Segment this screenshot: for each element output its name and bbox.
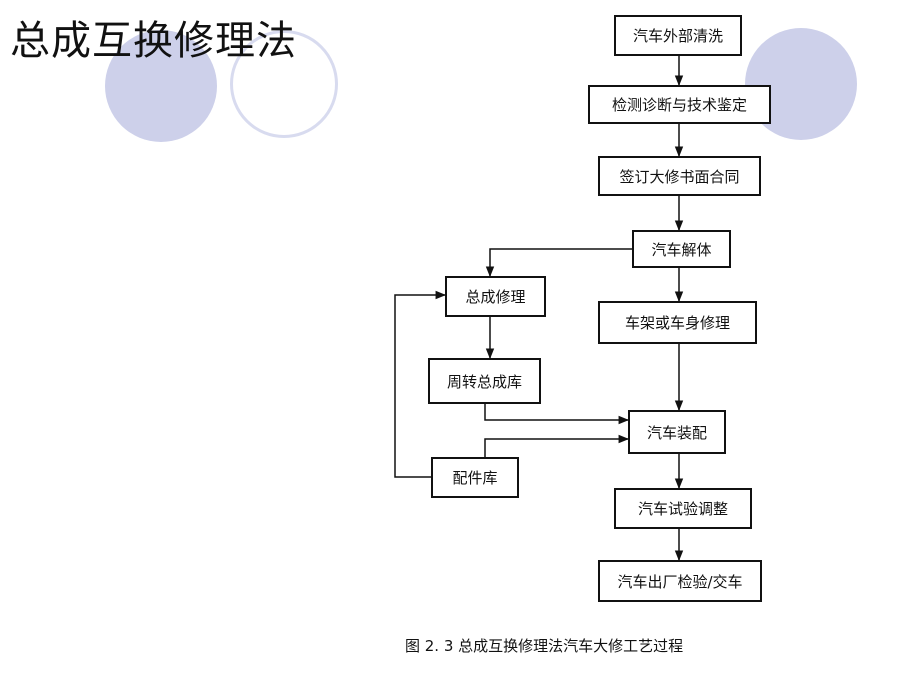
decorative-circle-filled xyxy=(105,30,217,142)
slide-title: 总成互换修理法 xyxy=(10,18,297,64)
step-disassembly: 汽车解体 xyxy=(632,230,731,268)
step-inspection: 检测诊断与技术鉴定 xyxy=(588,85,771,124)
step-test-adjust: 汽车试验调整 xyxy=(614,488,752,529)
step-exterior-wash: 汽车外部清洗 xyxy=(614,15,742,56)
step-assembly-repair: 总成修理 xyxy=(445,276,546,317)
connector-parts-to-assembly xyxy=(484,434,630,457)
step-contract: 签订大修书面合同 xyxy=(598,156,761,196)
step-parts-store: 配件库 xyxy=(431,457,519,498)
step-body-repair: 车架或车身修理 xyxy=(598,301,757,344)
connector-disassembly-to-assembly-repair xyxy=(485,248,632,278)
connector-parts-loop-to-repair xyxy=(394,290,447,478)
step-delivery: 汽车出厂检验/交车 xyxy=(598,560,762,602)
step-assembly-store: 周转总成库 xyxy=(428,358,541,404)
connector-store-to-assembly xyxy=(484,404,630,425)
decorative-circle-ring xyxy=(230,30,338,138)
step-vehicle-assembly: 汽车装配 xyxy=(628,410,726,454)
figure-caption: 图 2. 3 总成互换修理法汽车大修工艺过程 xyxy=(405,637,684,655)
